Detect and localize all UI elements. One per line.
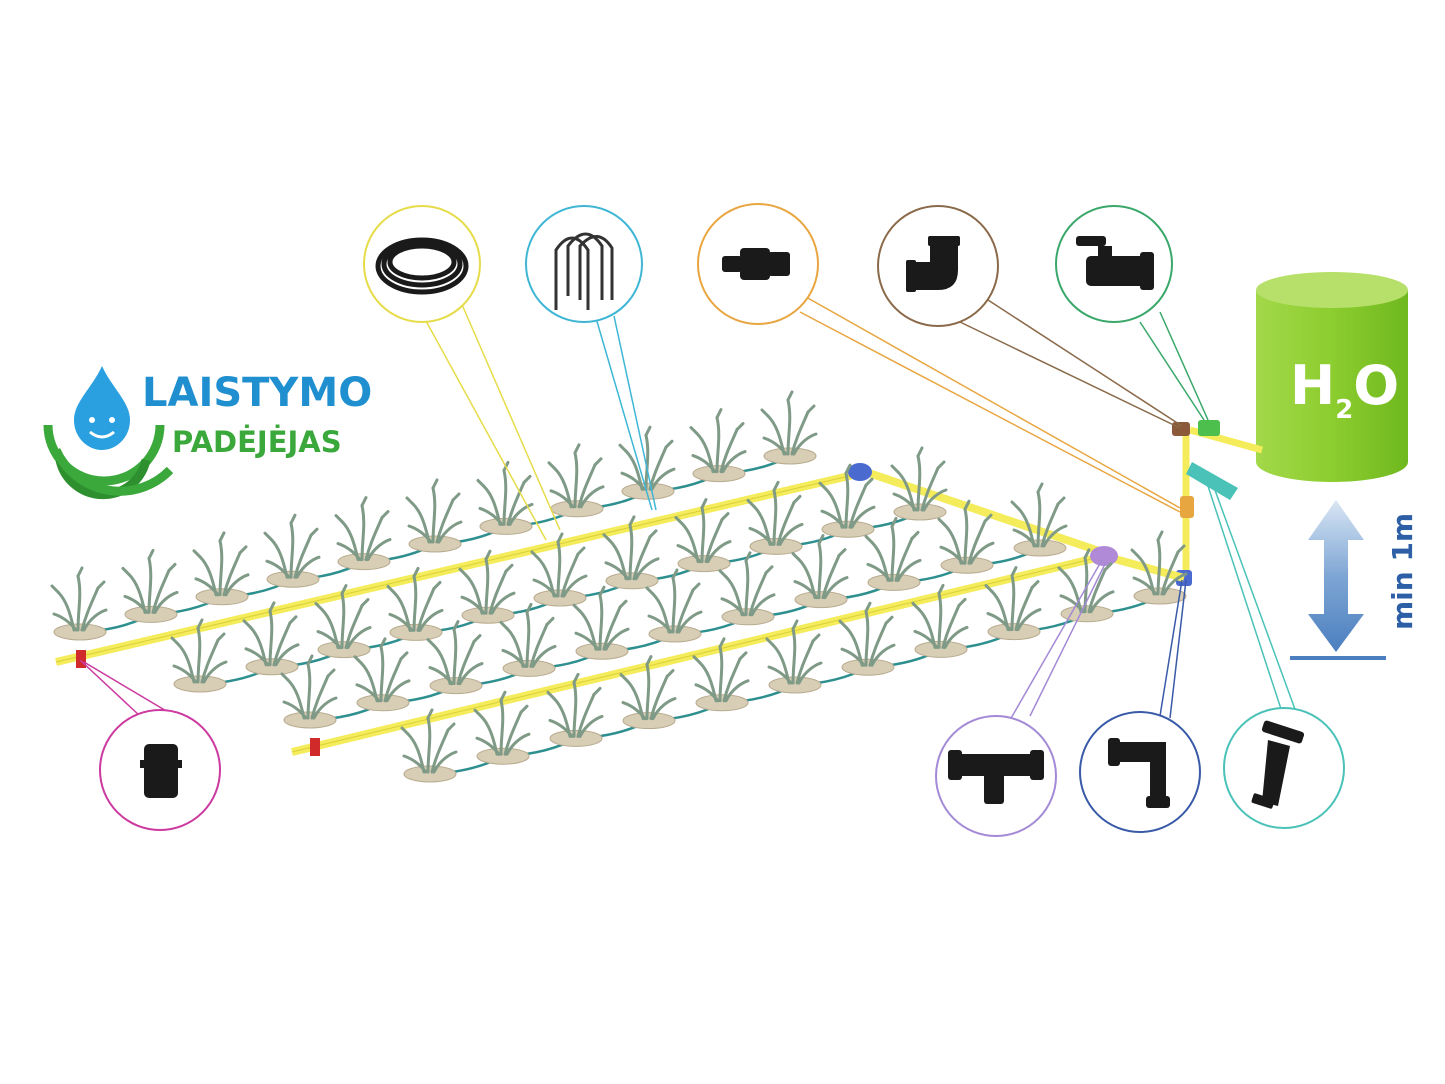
callout-leaders	[79, 287, 1297, 721]
pipe-coil-icon	[375, 237, 469, 295]
tank-label: H2O	[1290, 354, 1399, 425]
water-drop-icon	[74, 366, 130, 450]
logo: LAISTYMO PADĖJĖJAS	[43, 366, 372, 500]
plant	[674, 498, 732, 574]
plant-field	[50, 390, 1188, 784]
plant	[618, 425, 676, 501]
plant	[192, 531, 250, 607]
logo-line-1: LAISTYMO	[142, 370, 372, 416]
elbow-icon	[906, 236, 960, 292]
logo-arc-icon	[43, 424, 165, 486]
callout-pipe-coil	[363, 205, 481, 323]
callout-quick-connector	[697, 203, 819, 325]
callout-end-cap	[99, 709, 221, 831]
logo-line-2: PADĖJĖJAS	[172, 425, 342, 459]
plant	[760, 390, 818, 466]
end-cap-marker	[76, 650, 86, 668]
plant	[50, 566, 108, 642]
double-arrow-icon	[1308, 500, 1364, 652]
plant	[746, 480, 804, 556]
connector-icon	[722, 248, 790, 280]
plant	[547, 443, 605, 519]
water-tank: H2O	[1256, 272, 1408, 482]
callout-ground-stakes	[525, 205, 643, 323]
plant	[984, 566, 1042, 642]
callout-filter	[1223, 707, 1345, 829]
height-indicator: min 1m	[1290, 500, 1419, 660]
height-note: min 1m	[1386, 513, 1419, 630]
callout-elbow-connector	[1079, 711, 1201, 833]
plant	[263, 513, 321, 589]
callout-elbow-fitting	[877, 205, 999, 327]
elbow-connector-icon	[1108, 738, 1170, 808]
callout-tee-connector	[935, 715, 1057, 837]
plant	[1010, 482, 1068, 558]
callout-ball-valve	[1055, 205, 1173, 323]
valve-icon	[1076, 236, 1154, 290]
ground-stake-icon	[554, 232, 614, 310]
end-cap-icon	[140, 744, 182, 798]
plant	[405, 478, 463, 554]
supply-line	[1172, 420, 1263, 586]
tee-icon	[948, 750, 1044, 804]
filter-icon	[1251, 720, 1305, 809]
plant	[689, 408, 747, 484]
plant	[334, 496, 392, 572]
plant	[121, 548, 179, 624]
